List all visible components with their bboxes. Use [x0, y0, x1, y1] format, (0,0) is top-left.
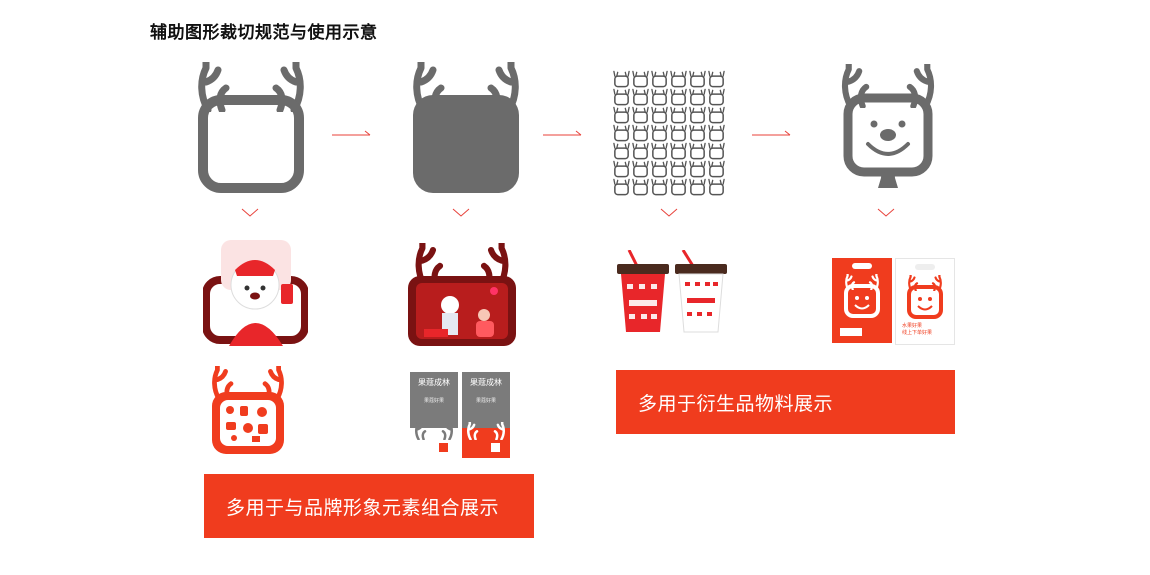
antler-pattern-icon [612, 70, 726, 196]
poster-1: 果蔻成林 果蔻好果 [410, 372, 458, 458]
poster-sub: 果蔻好果 [423, 398, 444, 404]
antler-frame-outline-icon [198, 62, 304, 193]
poster-headline: 果蔻成林 [470, 378, 502, 387]
banner-merch-display: 多用于衍生品物料展示 [616, 370, 955, 434]
poster-headline: 果蔻成林 [418, 378, 450, 387]
arrow-right-icon [543, 130, 582, 136]
chevron-down-icon [877, 208, 895, 217]
mascot-frame-illustration [203, 240, 308, 346]
antler-frame-filled-icon [413, 62, 519, 193]
bag-text-1: 水果好果 [902, 323, 923, 329]
page-title: 辅助图形裁切规范与使用示意 [150, 23, 378, 43]
chevron-down-icon [660, 208, 678, 217]
cup-red-illustration [617, 250, 669, 332]
poster-2: 果蔻成林 果蔻好果 [462, 372, 510, 458]
poster-sub: 果蔻好果 [475, 398, 496, 404]
cup-white-illustration [675, 250, 727, 333]
scene-frame-illustration [408, 243, 516, 346]
red-pattern-frame-illustration [208, 366, 288, 454]
chevron-down-icon [452, 208, 470, 217]
arrow-right-icon [752, 130, 791, 136]
bag-text-2: 线上下单好果 [902, 330, 933, 336]
bag-red [832, 258, 892, 343]
deer-face-bell-icon [840, 64, 936, 188]
banner-brand-combo: 多用于与品牌形象元素组合展示 [204, 474, 534, 538]
arrow-right-icon [332, 130, 371, 136]
bag-white: 水果好果 线上下单好果 [895, 258, 955, 345]
chevron-down-icon [241, 208, 259, 217]
